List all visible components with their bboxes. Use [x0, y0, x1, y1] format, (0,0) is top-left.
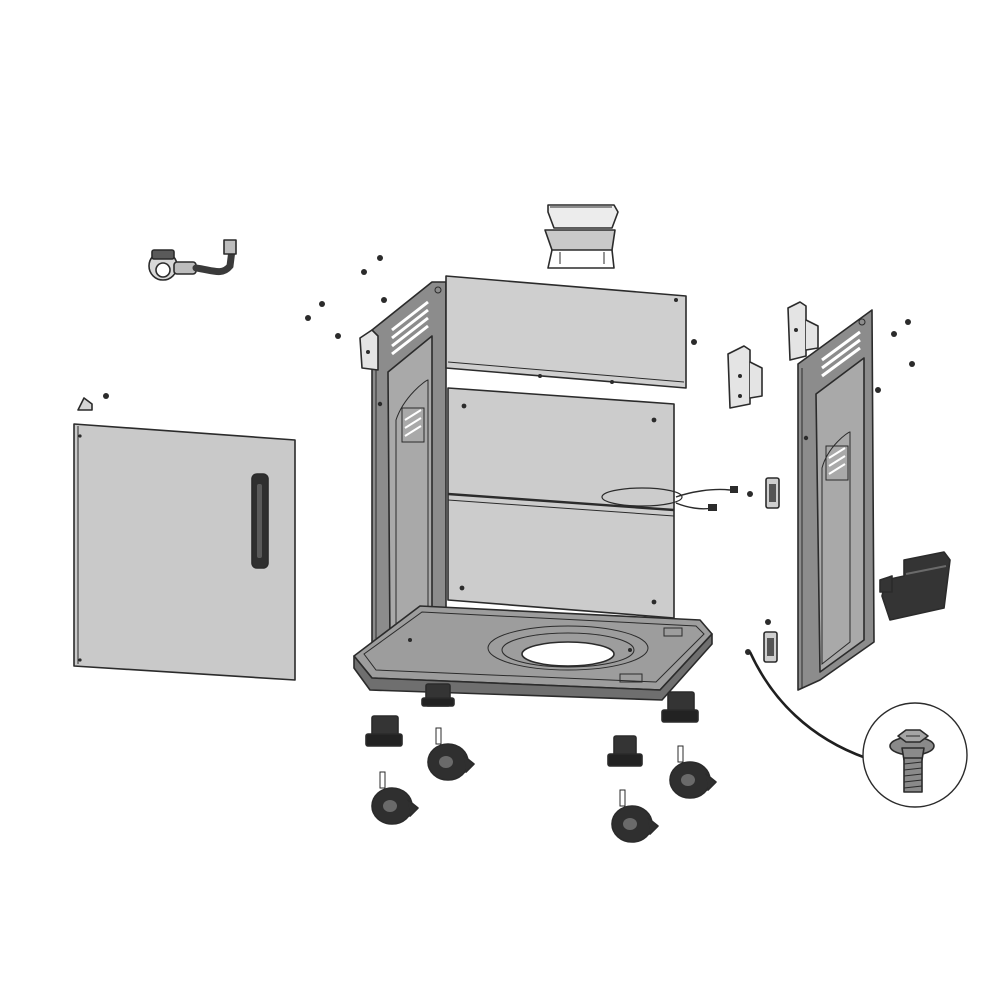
caster-wheel-4 — [611, 789, 659, 843]
right-vent-slots-mid — [825, 445, 849, 481]
leveling-foot-2 — [365, 715, 403, 747]
grease-tray-and-holder — [544, 204, 619, 269]
gas-regulator-hose — [148, 239, 237, 281]
door-catch-lower — [763, 631, 778, 663]
right-vent-slots-upper — [821, 318, 866, 378]
lower-back-panel — [447, 387, 675, 619]
door-handle-icon — [251, 473, 269, 569]
left-mount-bracket — [359, 329, 379, 371]
left-door-panel — [73, 423, 296, 681]
caster-wheel-2 — [371, 771, 419, 825]
right-top-bracket — [787, 301, 819, 361]
caster-wheel-3 — [669, 745, 717, 799]
screws — [305, 255, 915, 655]
caster-wheel-1 — [427, 727, 475, 781]
leveling-foot-1 — [421, 683, 455, 707]
vent-slots-upper — [391, 300, 429, 356]
bottom-base-plate — [353, 605, 713, 701]
left-side-panel — [371, 281, 447, 659]
upper-back-panel — [445, 275, 687, 389]
side-storage-hook — [879, 551, 951, 621]
leveling-foot-3 — [661, 691, 699, 723]
vent-slots-mid — [401, 407, 425, 443]
middle-mount-bracket — [727, 345, 763, 409]
door-hinge-bracket — [77, 393, 109, 411]
base-plate-burner-opening — [487, 625, 649, 671]
right-side-panel — [797, 309, 875, 691]
callout-leader-line — [748, 651, 867, 760]
igniter-wire-harness — [601, 486, 738, 511]
hex-flange-screw-icon — [862, 702, 968, 808]
leveling-foot-4 — [607, 735, 643, 767]
door-catch-upper — [765, 477, 780, 509]
